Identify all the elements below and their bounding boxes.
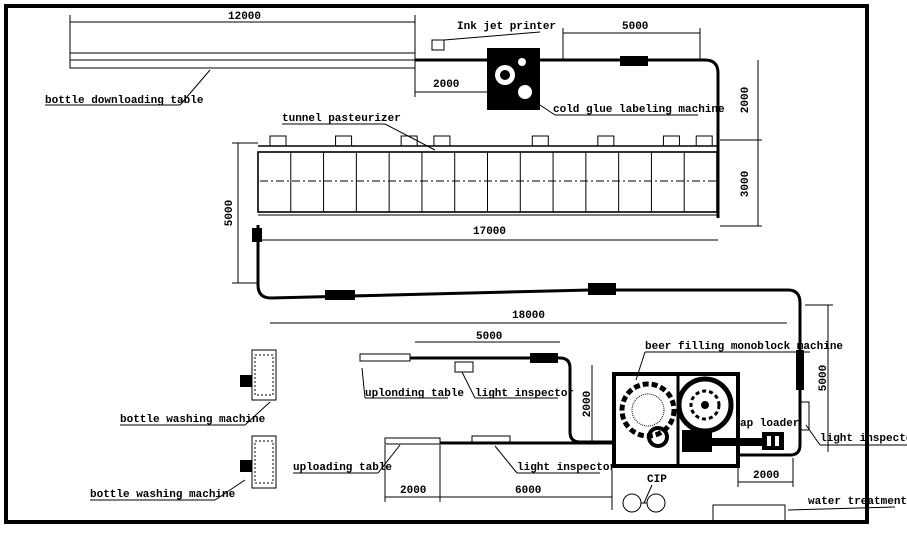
uplonding-table (359, 353, 411, 362)
beer-filling-monoblock-machine (612, 372, 762, 468)
svg-text:5000: 5000 (476, 331, 502, 343)
label-beer-filling-monoblock-machine: beer filling monoblock machine (645, 341, 843, 353)
pasteurizer-pump-box (531, 135, 549, 147)
cold-glue-labeling-machine (487, 48, 540, 110)
dimension-18000: 18000 (270, 310, 787, 324)
uploading-table (384, 437, 441, 445)
label-light-inspector-lower: light inspector (517, 462, 616, 474)
svg-text:2000: 2000 (753, 470, 779, 482)
label-light-inspector-right: light inspector (820, 433, 907, 445)
svg-text:2000: 2000 (582, 391, 594, 417)
dimension-2000-filler: 2000 (737, 458, 794, 487)
dimension-17000: 17000 (258, 226, 718, 241)
dimension-2000-printer: 2000 (414, 68, 487, 97)
dimension-right-vertical: 2000 3000 (720, 60, 762, 227)
dimension-lower: 2000 6000 (384, 445, 613, 510)
svg-text:5000: 5000 (224, 200, 236, 226)
light-inspector-right (800, 401, 810, 431)
dimension-5000-top: 5000 (562, 21, 701, 60)
svg-text:17000: 17000 (473, 226, 506, 238)
label-uploading-table: uploading table (293, 462, 392, 474)
light-inspector-upper (454, 361, 474, 373)
top-conveyor (415, 58, 720, 218)
cip-tanks (622, 484, 666, 513)
upper-uploading-conveyor (410, 356, 612, 444)
svg-text:2000: 2000 (433, 79, 459, 91)
tunnel-pasteurizer (257, 135, 718, 216)
pasteurizer-pump-box (597, 135, 615, 147)
dimension-5000-upper: 5000 (415, 331, 560, 343)
water-treatment (712, 504, 786, 522)
label-tunnel-pasteurizer: tunnel pasteurizer (282, 113, 401, 125)
label-bottle-downloading-table: bottle downloading table (45, 95, 204, 107)
bottle-washing-machine-2 (240, 435, 277, 489)
drawing-frame (4, 4, 869, 524)
main-conveyor (256, 225, 802, 457)
svg-text:5000: 5000 (818, 365, 830, 391)
label-light-inspector-upper: light inspector (475, 388, 574, 400)
label-water-treatment: water treatment (808, 496, 907, 508)
dimension-5000-right: 5000 (805, 304, 833, 452)
label-bottle-washing-machine-2: bottle washing machine (90, 489, 236, 501)
label-cip: CIP (647, 474, 667, 486)
pasteurizer-pump-box (269, 135, 287, 147)
bottle-downloading-table (69, 52, 416, 69)
light-inspector-lower (471, 435, 511, 443)
ink-jet-printer (431, 39, 445, 51)
pasteurizer-pump-box (335, 135, 353, 147)
pasteurizer-pump-box (662, 135, 680, 147)
dimension-12000: 12000 (69, 11, 416, 53)
svg-text:18000: 18000 (512, 310, 545, 322)
label-bottle-washing-machine-1: bottle washing machine (120, 414, 266, 426)
bottle-washing-machine-1 (240, 349, 277, 401)
pasteurizer-pump-box (433, 135, 451, 147)
dim-text: 12000 (228, 11, 261, 23)
svg-text:2000: 2000 (400, 485, 426, 497)
label-cap-loader: ap loader (740, 418, 799, 430)
svg-text:2000: 2000 (740, 87, 752, 113)
pasteurizer-pump-box (400, 135, 418, 147)
pasteurizer-pump-box (695, 135, 713, 147)
label-uplonding-table: uplonding table (365, 388, 464, 400)
label-cold-glue-labeling-machine: cold glue labeling machine (553, 104, 725, 116)
cap-loader (762, 432, 784, 450)
svg-text:3000: 3000 (740, 171, 752, 197)
svg-text:6000: 6000 (515, 485, 541, 497)
label-ink-jet-printer: Ink jet printer (457, 21, 556, 33)
dimension-2000-vertical: 2000 (582, 365, 594, 442)
dimension-5000-left: 5000 (224, 142, 258, 284)
svg-text:5000: 5000 (622, 21, 648, 33)
